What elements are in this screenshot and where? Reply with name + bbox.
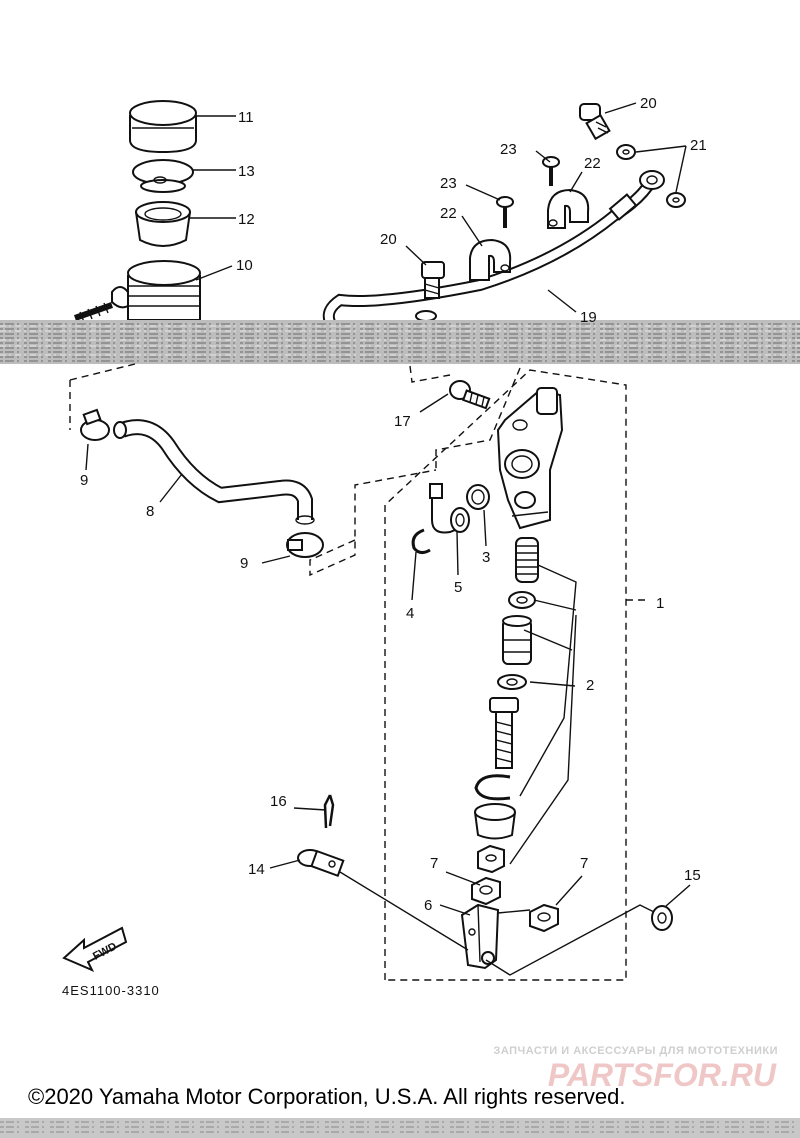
- part-nut: [477, 844, 505, 874]
- part-diaphragm-plate: [132, 159, 194, 193]
- part-spring: [515, 537, 539, 583]
- diagram-code: 4ES1100-3310: [62, 983, 160, 998]
- callout-9b: 9: [240, 555, 248, 572]
- leader-lines-lower: [85, 393, 691, 976]
- callout-20b: 20: [380, 231, 397, 248]
- part-cotter-pin: [323, 794, 335, 829]
- part-rod-circlip: [474, 774, 511, 801]
- callout-15: 15: [684, 867, 701, 884]
- callout-6: 6: [424, 897, 432, 914]
- callout-20a: 20: [640, 95, 657, 112]
- part-diaphragm: [135, 201, 191, 247]
- callout-7a: 7: [430, 855, 438, 872]
- part-push-rod: [489, 697, 519, 769]
- part-boot: [474, 803, 516, 840]
- part-cup: [508, 591, 536, 609]
- hose-routing-lines: [69, 363, 521, 577]
- part-hose-clip: [80, 408, 324, 558]
- copyright-notice: ©2020 Yamaha Motor Corporation, U.S.A. A…: [28, 1084, 625, 1109]
- part-cap: [129, 100, 197, 154]
- part-brake-hose: [322, 170, 665, 325]
- callout-13: 13: [238, 163, 255, 180]
- part-piston: [502, 615, 532, 665]
- watermark-tagline: ЗАПЧАСТИ И АКСЕССУАРЫ ДЛЯ МОТОТЕХНИКИ: [493, 1045, 778, 1057]
- callout-11: 11: [238, 109, 254, 126]
- callout-21: 21: [690, 137, 707, 154]
- part-pin: [297, 849, 345, 878]
- callout-5: 5: [454, 579, 462, 596]
- callout-2: 2: [586, 677, 594, 694]
- part-lock-nut: [471, 876, 559, 933]
- watermark-logo: PARTSFOR.RU: [548, 1057, 777, 1093]
- part-union-bolt-top: [579, 103, 611, 141]
- callout-16: 16: [270, 793, 287, 810]
- part-hose-clamp: [469, 188, 590, 281]
- forward-arrow-icon: FWD: [62, 926, 128, 972]
- callout-12: 12: [238, 211, 255, 228]
- part-reservoir-tank: [111, 260, 201, 321]
- part-copper-washers: [616, 144, 686, 208]
- part-union-bolt-lower: [415, 261, 445, 322]
- scan-noise-bottom: [0, 1118, 800, 1138]
- callout-1: 1: [656, 595, 664, 612]
- part-master-cylinder-body: [496, 387, 564, 530]
- part-o-ring: [466, 484, 490, 510]
- part-tank-bolt: [74, 302, 113, 323]
- leader-lines-upper: [190, 102, 687, 313]
- callout-3: 3: [482, 549, 490, 566]
- callout-14: 14: [248, 861, 265, 878]
- callout-23a: 23: [500, 141, 517, 158]
- callout-4: 4: [406, 605, 414, 622]
- callout-17: 17: [394, 413, 411, 430]
- part-callouts: 11 13 12 10 20 21 23 22 23 22 20 19 17 9…: [80, 95, 707, 914]
- part-washer: [651, 905, 673, 931]
- assembly-1-boundary: [384, 369, 648, 981]
- part-clevis: [460, 903, 500, 970]
- callout-19: 19: [580, 309, 597, 326]
- callout-22b: 22: [440, 205, 457, 222]
- callout-22a: 22: [584, 155, 601, 172]
- part-circlip: [411, 528, 431, 555]
- part-reservoir-hose: [113, 419, 315, 525]
- callout-23b: 23: [440, 175, 457, 192]
- scan-noise-band: [0, 320, 800, 364]
- callout-7b: 7: [580, 855, 588, 872]
- part-hose-joint: [429, 483, 470, 534]
- callout-9a: 9: [80, 472, 88, 489]
- callout-10: 10: [236, 257, 253, 274]
- part-seal: [497, 674, 527, 690]
- part-bolt: [449, 380, 491, 410]
- callout-8: 8: [146, 503, 154, 520]
